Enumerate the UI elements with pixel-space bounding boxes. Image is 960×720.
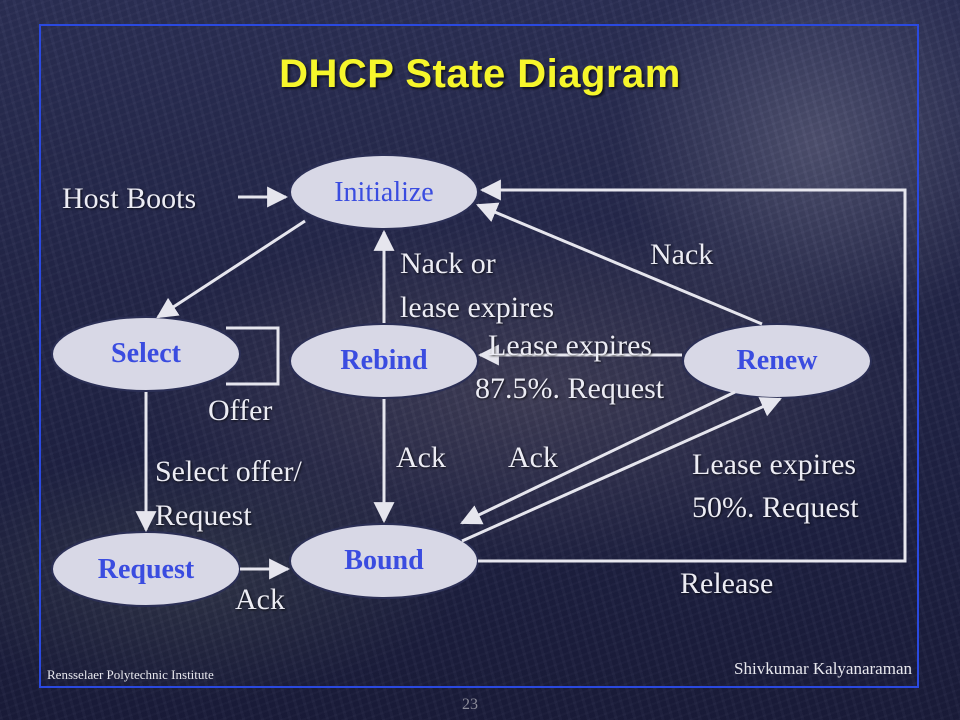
lease-expires-50-line2: 50%. Request <box>692 491 859 524</box>
host-boots-label: Host Boots <box>62 182 197 215</box>
release-label: Release <box>680 567 774 600</box>
offer-loop <box>226 326 280 386</box>
renew-to-initialize-arrow <box>476 202 763 326</box>
nack-or-label: Nack or <box>400 247 496 280</box>
offer-label: Offer <box>208 394 273 427</box>
page-number: 23 <box>462 696 478 713</box>
lease-expires-label: lease expires <box>400 291 555 324</box>
state-initialize-label: Initialize <box>334 177 434 208</box>
ack-rebind-label: Ack <box>396 441 446 474</box>
select-offer-line2: Request <box>155 499 252 532</box>
ack-renew-label: Ack <box>508 441 558 474</box>
initialize-ellipse <box>289 154 479 230</box>
nack-label: Nack <box>650 238 714 271</box>
state-request-label: Request <box>97 554 195 585</box>
slide-title: DHCP State Diagram <box>279 52 681 96</box>
select-ellipse <box>51 316 241 392</box>
lease-expires-875-line2: 87.5%. Request <box>475 372 665 405</box>
lease-expires-50-line1: Lease expires <box>692 448 857 481</box>
renew-to-bound-arrow <box>460 390 736 525</box>
lease-expires-875-line1: Lease expires <box>488 329 653 362</box>
initialize-to-select-arrow <box>156 219 306 319</box>
bound-to-renew-arrow <box>461 397 782 543</box>
state-renew-label: Renew <box>736 345 818 376</box>
author-footer: Shivkumar Kalyanaraman <box>734 659 912 678</box>
state-bound-label: Bound <box>344 545 424 576</box>
state-rebind-label: Rebind <box>340 345 428 376</box>
state-select-label: Select <box>111 338 181 369</box>
institution-footer: Rensselaer Polytechnic Institute <box>47 667 214 682</box>
slide-frame <box>39 24 919 688</box>
release-path <box>478 179 907 563</box>
ack-request-label: Ack <box>235 583 285 616</box>
select-offer-line1: Select offer/ <box>155 455 302 488</box>
